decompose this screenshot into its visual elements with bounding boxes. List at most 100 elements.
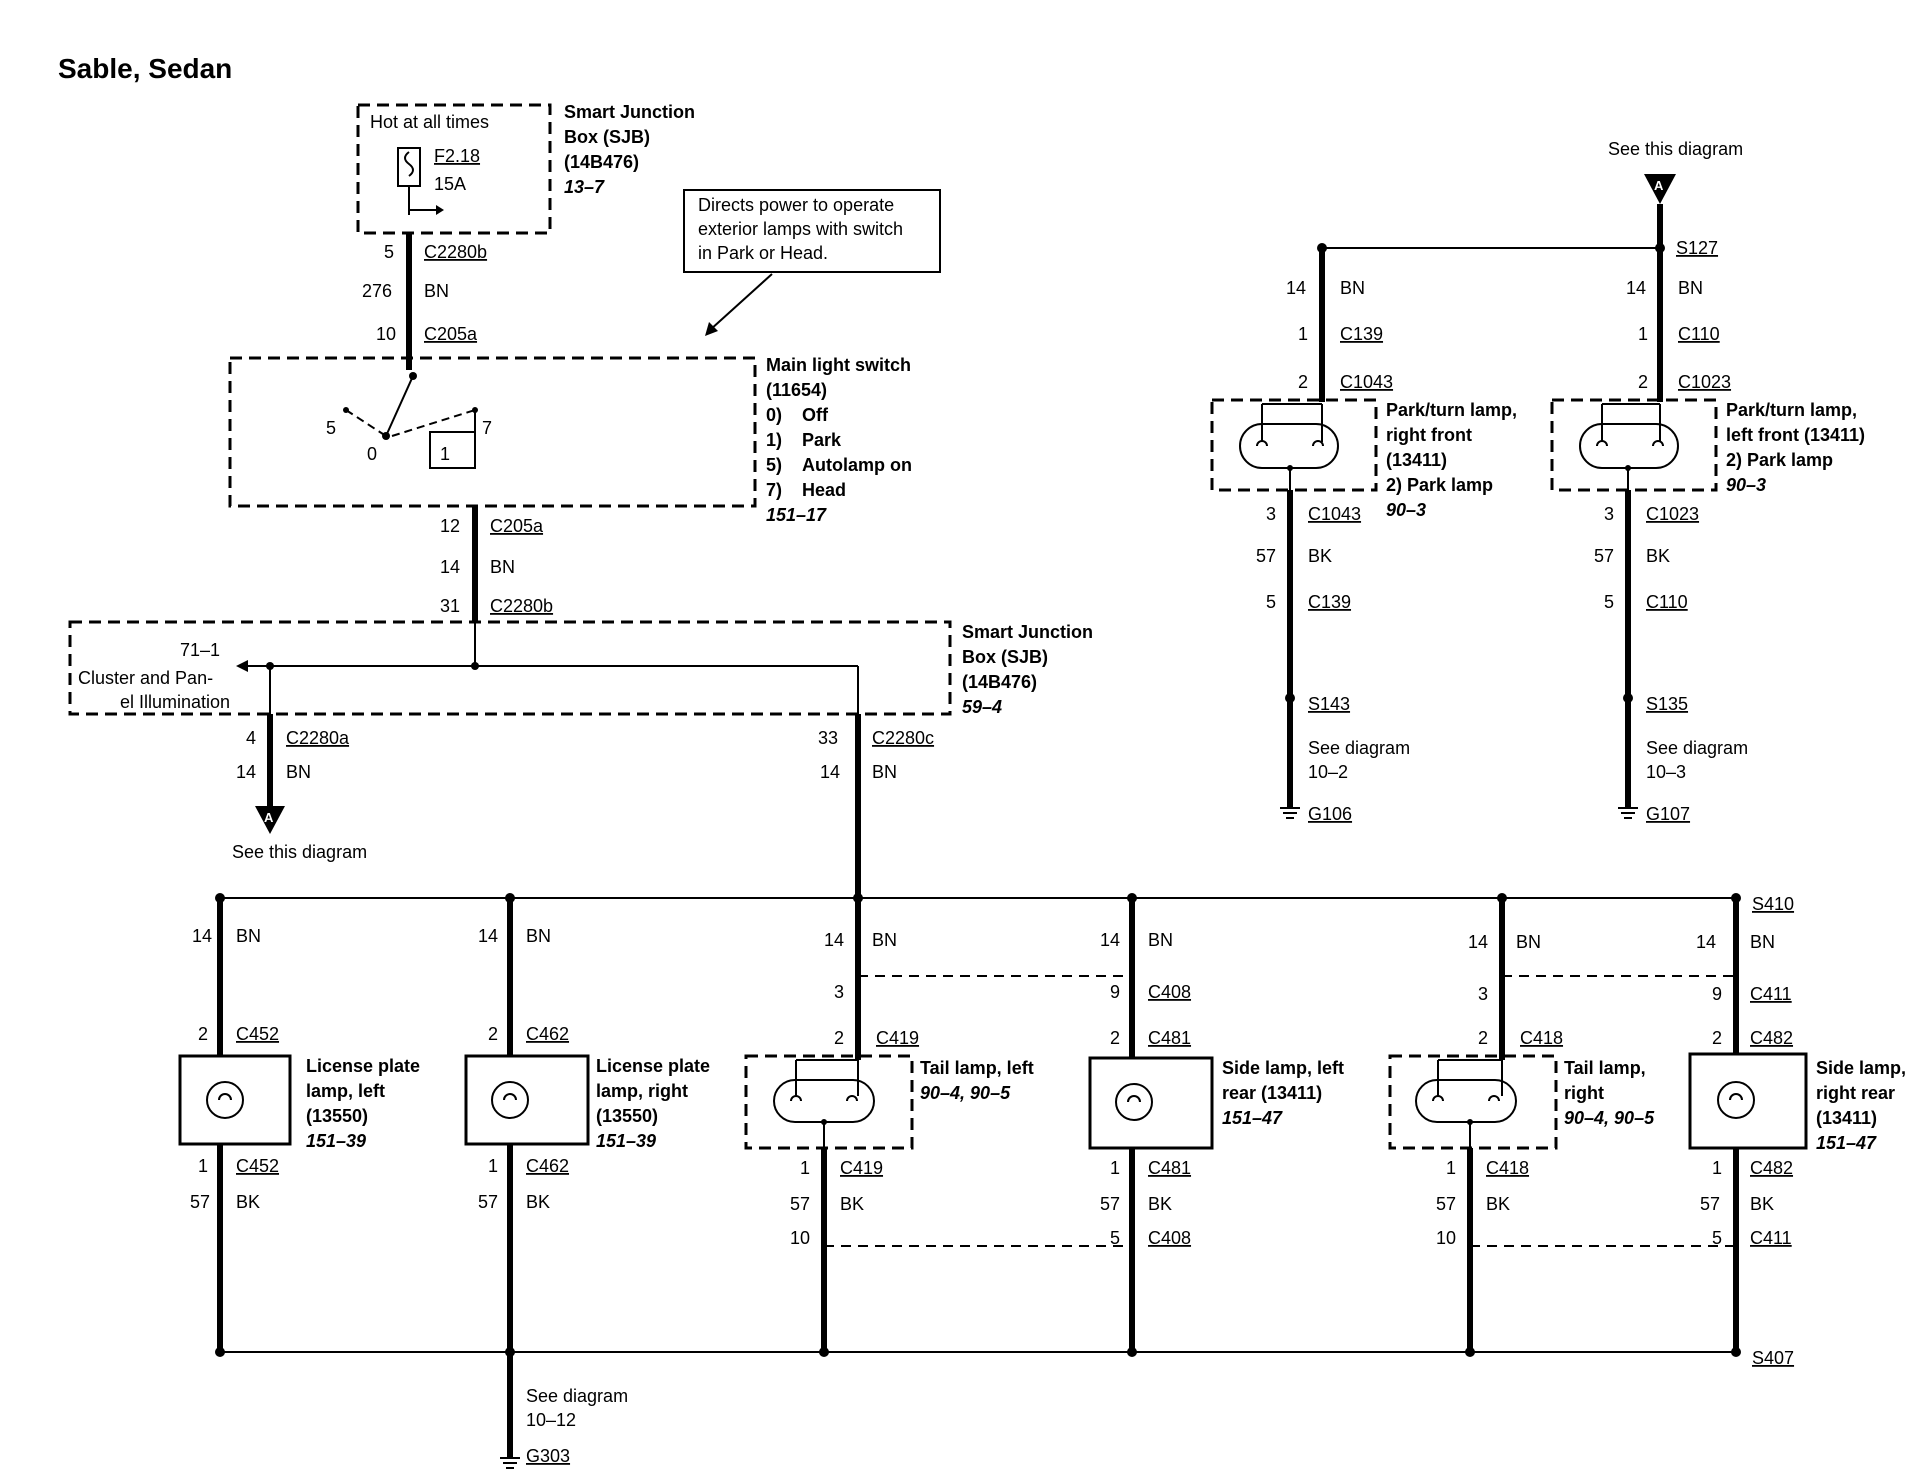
tl-conn-bottom: C419 xyxy=(840,1158,883,1178)
offpage-arrow-a-icon xyxy=(255,806,285,834)
wire-c2280c: 33 C2280c 14 BN xyxy=(818,714,934,898)
lpl-circuit: 14 xyxy=(192,926,212,946)
callout-line-1: Directs power to operate xyxy=(698,195,894,215)
wire1-pin-top: 5 xyxy=(384,242,394,262)
wire1-color: BN xyxy=(424,281,449,301)
tl-pin-gnd: 10 xyxy=(790,1228,810,1248)
sl-ref: 151–47 xyxy=(1222,1108,1283,1128)
rf-pin5: 5 xyxy=(1266,592,1276,612)
page-title: Sable, Sedan xyxy=(58,53,232,84)
lpr-name-2: lamp, right xyxy=(596,1081,688,1101)
g303-label: G303 xyxy=(526,1446,570,1466)
lpr-conn-bottom: C462 xyxy=(526,1156,569,1176)
lf-conn2: C1023 xyxy=(1678,372,1731,392)
fuse-amps: 15A xyxy=(434,174,466,194)
park-turn-lamp-left-front: 14 BN 1 C110 2 C1023 Park/turn lamp, lef… xyxy=(1550,248,1865,824)
lpr-color: BN xyxy=(526,926,551,946)
sjb-top-outline xyxy=(356,103,552,235)
switch-contact-7: 7 xyxy=(482,418,492,438)
switch-pos-0-label: Off xyxy=(802,405,829,425)
splice-s135: S135 xyxy=(1646,694,1688,714)
sr-pin-gnd: 5 xyxy=(1712,1228,1722,1248)
tl-gnd-circuit: 57 xyxy=(790,1194,810,1214)
switch-part: (11654) xyxy=(766,380,827,400)
front-see-top: See this diagram xyxy=(1608,139,1743,159)
rf-pin2: 2 xyxy=(1298,372,1308,392)
lf-see-1: See diagram xyxy=(1646,738,1748,758)
sr-color: BN xyxy=(1750,932,1775,952)
sjb-top-name-2: Box (SJB) xyxy=(564,127,650,147)
sjb-mid-outline xyxy=(68,620,952,716)
switch-contact-0: 0 xyxy=(367,444,377,464)
rf-see-1: See diagram xyxy=(1308,738,1410,758)
lf-name-1: Park/turn lamp, xyxy=(1726,400,1857,420)
sl-gnd-circuit: 57 xyxy=(1100,1194,1120,1214)
tr-ref: 90–4, 90–5 xyxy=(1564,1108,1655,1128)
sl-conn-bottom: C481 xyxy=(1148,1158,1191,1178)
rf-sub: 2) Park lamp xyxy=(1386,475,1493,495)
sjb-mid-part: (14B476) xyxy=(962,672,1037,692)
sl-name-1: Side lamp, left xyxy=(1222,1058,1344,1078)
rf-name-1: Park/turn lamp, xyxy=(1386,400,1517,420)
ground-g303: See diagram 10–12 G303 xyxy=(500,1352,628,1469)
lf-ground: G107 xyxy=(1646,804,1690,824)
tl-color: BN xyxy=(872,930,897,950)
lpr-circuit: 14 xyxy=(478,926,498,946)
switch-pos-1-label: Park xyxy=(802,430,842,450)
park-turn-lamp-right-front: 14 BN 1 C139 2 C1043 Park/turn lamp, rig… xyxy=(1210,248,1517,824)
sr-conn-gnd: C411 xyxy=(1750,1228,1792,1248)
rf-gnd-color: BK xyxy=(1308,546,1332,566)
sl-name-2: rear (13411) xyxy=(1222,1083,1322,1103)
lpl-ref: 151–39 xyxy=(306,1131,366,1151)
lpl-color: BN xyxy=(236,926,261,946)
wire1-circuit: 276 xyxy=(362,281,392,301)
tr-pin-mid: 3 xyxy=(1478,984,1488,1004)
wire-a-see: See this diagram xyxy=(232,842,367,862)
lpr-conn-top: C462 xyxy=(526,1024,569,1044)
lpr-pin-top: 2 xyxy=(488,1024,498,1044)
splice-s410: S410 xyxy=(1752,894,1794,914)
bus-s410: S410 xyxy=(215,893,1794,914)
sl-conn-top: C481 xyxy=(1148,1028,1191,1048)
sr-conn-mid: C411 xyxy=(1750,984,1792,1004)
g303-see-2: 10–12 xyxy=(526,1410,576,1430)
sl-pin-top: 2 xyxy=(1110,1028,1120,1048)
lf-circuit: 14 xyxy=(1626,278,1646,298)
lf-pin5: 5 xyxy=(1604,592,1614,612)
cluster-arrow-icon xyxy=(236,660,248,672)
license-plate-lamp-left: 14 BN 2 C452 License plate lamp, left (1… xyxy=(178,898,420,1352)
sr-name-2: right rear xyxy=(1816,1083,1895,1103)
wire-c-pin: 33 xyxy=(818,728,838,748)
wire2-conn-top: C205a xyxy=(490,516,544,536)
sl-conn-mid: C408 xyxy=(1148,982,1191,1002)
wire-a-color: BN xyxy=(286,762,311,782)
callout-line-2: exterior lamps with switch xyxy=(698,219,903,239)
license-plate-lamp-right: 14 BN 2 C462 License plate lamp, right (… xyxy=(464,898,710,1352)
lf-conn5: C110 xyxy=(1646,592,1688,612)
wire1-pin-bottom: 10 xyxy=(376,324,396,344)
sl-conn-gnd: C408 xyxy=(1148,1228,1191,1248)
wire2-pin-bottom: 31 xyxy=(440,596,460,616)
sr-ref: 151–47 xyxy=(1816,1133,1877,1153)
sl-pin-bottom: 1 xyxy=(1110,1158,1120,1178)
lpr-gnd-circuit: 57 xyxy=(478,1192,498,1212)
lf-ref: 90–3 xyxy=(1726,475,1766,495)
main-light-switch: 5 0 1 7 Main light switch (11654) 0) Off… xyxy=(228,355,912,525)
bus-s407: S407 xyxy=(215,1347,1794,1368)
wire-c-circuit: 14 xyxy=(820,762,840,782)
sjb-top-part: (14B476) xyxy=(564,152,639,172)
rf-pin1: 1 xyxy=(1298,324,1308,344)
callout-note: Directs power to operate exterior lamps … xyxy=(683,189,941,336)
lpr-name-1: License plate xyxy=(596,1056,710,1076)
lf-see-2: 10–3 xyxy=(1646,762,1686,782)
wire2-pin-top: 12 xyxy=(440,516,460,536)
offpage-arrow-a-top-icon xyxy=(1644,174,1676,204)
sjb-top-ref: 13–7 xyxy=(564,177,605,197)
sjb-mid-ref: 59–4 xyxy=(962,697,1002,717)
wire2-circuit: 14 xyxy=(440,557,460,577)
rf-gnd-circuit: 57 xyxy=(1256,546,1276,566)
tl-pin-mid: 3 xyxy=(834,982,844,1002)
lf-sub: 2) Park lamp xyxy=(1726,450,1833,470)
wire2-color: BN xyxy=(490,557,515,577)
sr-gnd-color: BK xyxy=(1750,1194,1774,1214)
